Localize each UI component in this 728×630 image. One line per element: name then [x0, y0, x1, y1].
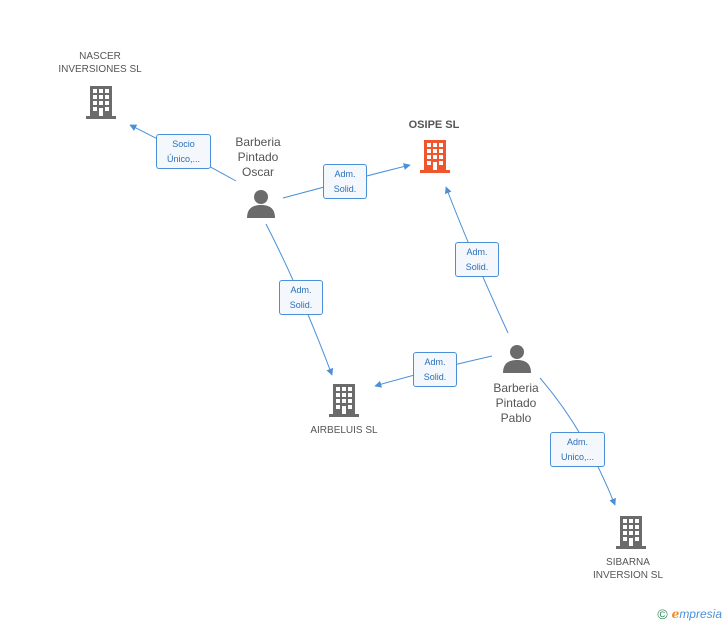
company-label-airbeluis[interactable]: AIRBELUIS SL [310, 425, 378, 436]
brand-footer[interactable]: © empresia [657, 606, 722, 622]
edge-label-pablo-sibarna: Adm. Unico,... [550, 432, 605, 467]
building-icon[interactable] [329, 384, 359, 417]
person-label-pablo[interactable]: Barberia Pintado Pablo [493, 381, 539, 425]
building-icon[interactable] [86, 86, 116, 119]
company-label-osipe[interactable]: OSIPE SL [408, 119, 460, 131]
edge-label-pablo-airbeluis: Adm. Solid. [413, 352, 457, 387]
edge-label-oscar-airbeluis: Adm. Solid. [279, 280, 323, 315]
brand-logo: empresia [671, 607, 722, 621]
company-label-nascer[interactable]: NASCER INVERSIONES SL [58, 51, 142, 75]
building-icon[interactable] [616, 516, 646, 549]
person-label-oscar[interactable]: Barberia Pintado Oscar [235, 135, 281, 179]
building-icon[interactable] [420, 140, 450, 173]
edge-label-oscar-osipe: Adm. Solid. [323, 164, 367, 199]
company-label-sibarna[interactable]: SIBARNA INVERSION SL [592, 557, 664, 581]
edge-label-oscar-nascer: Socio Único,... [156, 134, 211, 169]
edge-label-pablo-osipe: Adm. Solid. [455, 242, 499, 277]
copyright-icon: © [657, 606, 668, 622]
person-icon[interactable] [247, 190, 275, 218]
person-icon[interactable] [503, 345, 531, 373]
